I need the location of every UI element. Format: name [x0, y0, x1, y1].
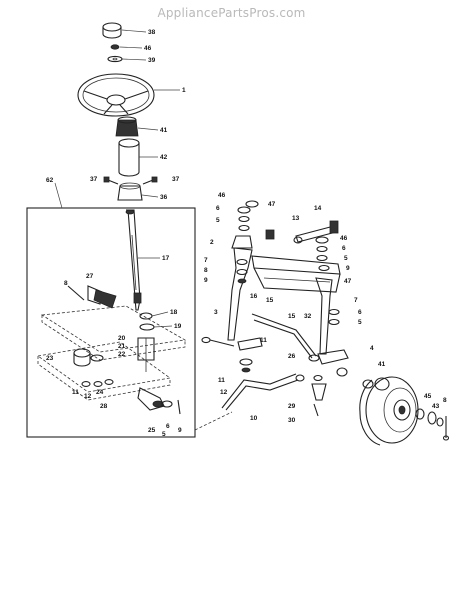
callout-5-mid-a: 5	[216, 217, 220, 224]
callout-9-right-a: 9	[346, 265, 350, 272]
callout-11-mid: 11	[260, 337, 267, 344]
callout-13: 13	[292, 215, 300, 222]
callout-19: 19	[174, 323, 182, 330]
spindle-lower	[311, 367, 348, 417]
callout-37-left: 37	[90, 176, 98, 183]
callout-41-top: 41	[160, 127, 168, 134]
callout-9-mid-a: 9	[204, 277, 208, 284]
callout-45: 45	[424, 393, 432, 400]
callout-8-right: 8	[443, 397, 447, 404]
callout-20: 20	[118, 335, 126, 342]
callout-46-right: 46	[340, 235, 348, 242]
callout-5-right-b: 5	[358, 319, 362, 326]
callout-11-left: 11	[72, 389, 79, 396]
callout-15: 15	[266, 297, 274, 304]
callout-47-top: 47	[268, 201, 276, 208]
tie-rod	[251, 313, 320, 362]
callout-36: 36	[160, 194, 168, 201]
front-wheel	[359, 376, 419, 446]
callout-8-left: 8	[64, 280, 68, 287]
callout-6-left: 6	[166, 423, 170, 430]
drag-link	[293, 220, 339, 244]
callout-3: 3	[214, 309, 218, 316]
callout-24: 24	[96, 389, 104, 396]
lower-tie-rod	[221, 373, 305, 411]
callout-22: 22	[118, 351, 126, 358]
callout-labels: 38 46 39 1 41 42 62 37 37 36 17 8 27 18 …	[46, 29, 447, 438]
callout-43: 43	[432, 403, 440, 410]
callout-18: 18	[170, 309, 178, 316]
callout-23: 23	[46, 355, 54, 362]
callout-46-mid: 46	[218, 192, 226, 199]
callout-15-b: 15	[288, 313, 296, 320]
wheel-hardware	[415, 408, 450, 441]
callout-8-mid-a: 8	[204, 267, 208, 274]
link-line	[194, 411, 233, 431]
callout-26: 26	[288, 353, 296, 360]
callout-46: 46	[144, 45, 152, 52]
callout-5-left: 5	[162, 431, 166, 438]
callout-2: 2	[210, 239, 214, 246]
left-small-parts	[67, 285, 181, 415]
callout-30: 30	[288, 417, 296, 424]
lower-assembly-frame	[26, 182, 196, 438]
bolt-left	[103, 176, 119, 185]
column-bracket	[117, 182, 143, 201]
nut-46	[110, 44, 120, 50]
callout-10: 10	[250, 415, 258, 422]
callout-9-left: 9	[178, 427, 182, 434]
steering-arm	[237, 337, 263, 373]
callout-39: 39	[148, 57, 156, 64]
steering-wheel	[77, 73, 155, 117]
callout-29: 29	[288, 403, 296, 410]
callout-6-mid-a: 6	[216, 205, 220, 212]
callout-12-left: 12	[84, 393, 92, 400]
axle-pivot-left	[201, 206, 253, 347]
callout-38: 38	[148, 29, 156, 36]
callout-7-right: 7	[354, 297, 358, 304]
washer-39	[107, 55, 123, 63]
callout-5-right-a: 5	[344, 255, 348, 262]
callout-21: 21	[118, 343, 126, 350]
callout-11-lower: 11	[218, 377, 225, 384]
callout-42: 42	[160, 154, 168, 161]
callout-62: 62	[46, 177, 54, 184]
bushing	[118, 138, 140, 177]
callout-17: 17	[162, 255, 170, 262]
callout-7-mid-a: 7	[204, 257, 208, 264]
leader-lines	[119, 29, 180, 328]
callout-4: 4	[370, 345, 374, 352]
front-axle	[245, 200, 341, 293]
callout-47-right: 47	[344, 278, 352, 285]
bolt-right	[142, 176, 158, 185]
site-watermark: AppliancePartsPros.com	[157, 6, 306, 20]
callout-32: 32	[304, 313, 312, 320]
callout-6-right-b: 6	[358, 309, 362, 316]
support-plate	[36, 305, 187, 401]
callout-25: 25	[148, 427, 156, 434]
callout-14: 14	[314, 205, 322, 212]
callout-37-right: 37	[172, 176, 180, 183]
callout-12-lower: 12	[220, 389, 228, 396]
steering-shaft	[125, 209, 142, 311]
callout-16: 16	[250, 293, 258, 300]
axle-pivot-right	[315, 236, 349, 365]
callout-28: 28	[100, 403, 108, 410]
steering-cap	[102, 22, 122, 39]
callout-41-wheel: 41	[378, 361, 386, 368]
steering-adapter	[115, 116, 139, 137]
callout-27: 27	[86, 273, 94, 280]
callout-6-right-a: 6	[342, 245, 346, 252]
callout-1: 1	[182, 87, 186, 94]
